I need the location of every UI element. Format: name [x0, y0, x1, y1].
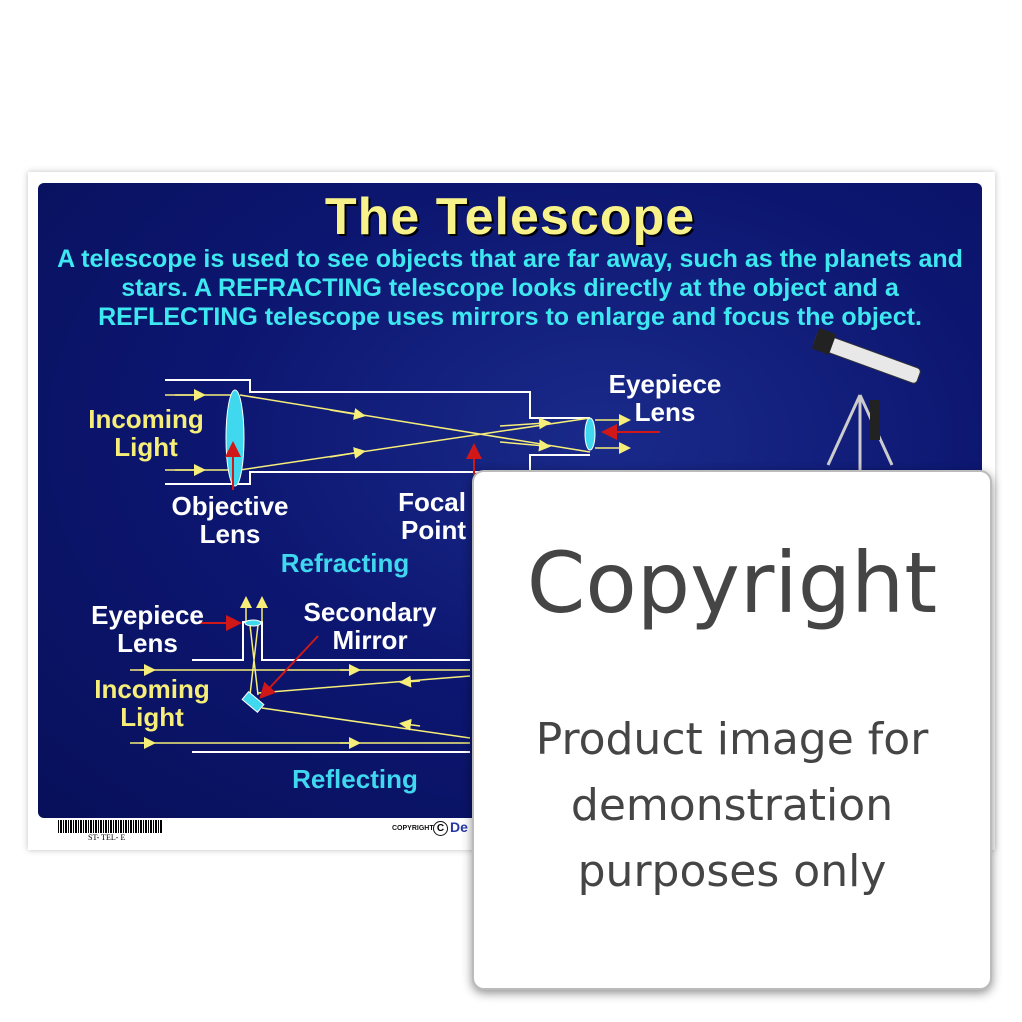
reflecting-eyepiece-icon	[244, 619, 262, 627]
brand-logo: De	[450, 819, 468, 835]
label-line: Mirror	[332, 625, 408, 655]
label-line: Lens	[199, 519, 261, 549]
label-line: Incoming	[88, 404, 204, 434]
label-line: Lens	[634, 397, 696, 427]
label-line: Light	[114, 432, 178, 462]
poster-title: The Telescope	[324, 188, 696, 246]
barcode	[58, 820, 162, 833]
product-code: ST- TEL- E	[88, 833, 126, 842]
copyright-symbol-icon: C	[433, 821, 448, 836]
copyright-text: COPYRIGHT	[392, 825, 434, 832]
poster-description: A telescope is used to see objects that …	[57, 245, 963, 331]
label-line: Incoming	[94, 674, 210, 704]
copyright-watermark-box: Copyright Product image for demonstratio…	[472, 470, 992, 990]
label-line: Light	[120, 702, 184, 732]
reflecting-caption: Reflecting	[292, 764, 418, 794]
label-line: Focal	[398, 487, 466, 517]
eyepiece-lens-icon	[584, 417, 596, 451]
refracting-diagram	[165, 379, 660, 490]
label-line: Objective	[171, 491, 289, 521]
label-line: Eyepiece	[91, 600, 204, 630]
watermark-subtitle: Product image for demonstration purposes…	[535, 714, 929, 897]
reflecting-diagram	[130, 596, 471, 753]
label-line: Secondary	[303, 597, 437, 627]
label-line: Eyepiece	[608, 369, 722, 399]
label-line: Point	[401, 515, 466, 545]
telescope-icon	[811, 327, 921, 470]
label-line: Lens	[117, 628, 178, 658]
objective-lens-icon	[225, 389, 245, 487]
secondary-mirror-icon	[241, 691, 265, 713]
refracting-caption: Refracting	[280, 548, 410, 578]
watermark-title: Copyright	[526, 534, 938, 632]
